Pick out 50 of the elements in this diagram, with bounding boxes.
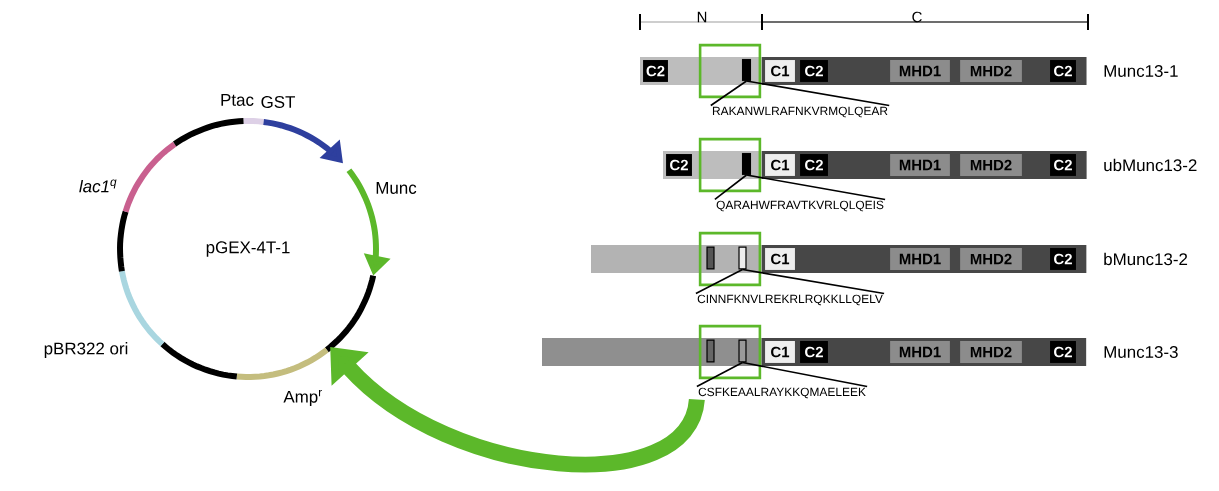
protein-name: bMunc13-2	[1104, 252, 1188, 266]
domain-box: MHD2	[960, 341, 1022, 363]
plasmid-name: pGEX-4T-1	[206, 241, 290, 257]
label: C	[912, 11, 922, 23]
domain-box: C2	[800, 341, 828, 363]
domain-box: C2	[666, 154, 692, 176]
domain-box: C1	[765, 248, 795, 270]
helix-mark	[738, 339, 747, 363]
domain-box: MHD2	[960, 248, 1022, 270]
sequence-text: CINNFKNVLREKRLRQKKLLQELV	[697, 294, 883, 306]
sequence-text: RAKANWLRAFNKVRMQLQEAR	[712, 106, 888, 118]
domain-box: MHD1	[890, 154, 950, 176]
domain-box: MHD1	[890, 341, 950, 363]
helix-mark	[706, 339, 715, 363]
domain-box: MHD1	[890, 248, 950, 270]
sequence-text: CSFKEAALRAYKKQMAELEEK	[698, 387, 866, 399]
leader-line	[741, 268, 885, 295]
domain-box: C2	[1050, 60, 1076, 82]
highlight-box	[698, 137, 762, 193]
leader-line	[745, 174, 886, 201]
helix-mark	[741, 153, 752, 175]
label: Munc	[376, 182, 417, 194]
sequence-text: QARAHWFRAVTKVRLQLQEIS	[716, 200, 884, 212]
label: N	[697, 11, 707, 23]
domain-box: C2	[800, 154, 828, 176]
domain-box: C2	[643, 60, 668, 82]
domain-box: MHD2	[960, 154, 1022, 176]
domain-box: C1	[765, 341, 795, 363]
helix-mark	[706, 246, 715, 270]
domain-box: MHD1	[890, 60, 950, 82]
domain-box: C2	[1050, 154, 1076, 176]
leader-line	[695, 268, 744, 295]
domain-box: C2	[1050, 248, 1076, 270]
leader-line	[741, 361, 868, 388]
domain-box: MHD2	[960, 60, 1022, 82]
helix-mark	[738, 246, 747, 270]
protein-name: Munc13-3	[1104, 346, 1178, 358]
protein-name: Munc13-1	[1104, 65, 1178, 77]
leader-line	[696, 361, 744, 388]
domain-box: C1	[765, 154, 795, 176]
domain-box: C1	[765, 60, 795, 82]
label: pBR322 ori	[44, 342, 128, 358]
domain-box: C2	[1050, 341, 1076, 363]
leader-line	[745, 80, 890, 107]
highlight-box	[698, 43, 762, 99]
helix-mark	[741, 59, 752, 81]
domain-box: C2	[800, 60, 828, 82]
protein-name: ubMunc13-2	[1104, 158, 1197, 172]
highlight-box	[698, 324, 762, 380]
highlight-box	[698, 231, 762, 287]
